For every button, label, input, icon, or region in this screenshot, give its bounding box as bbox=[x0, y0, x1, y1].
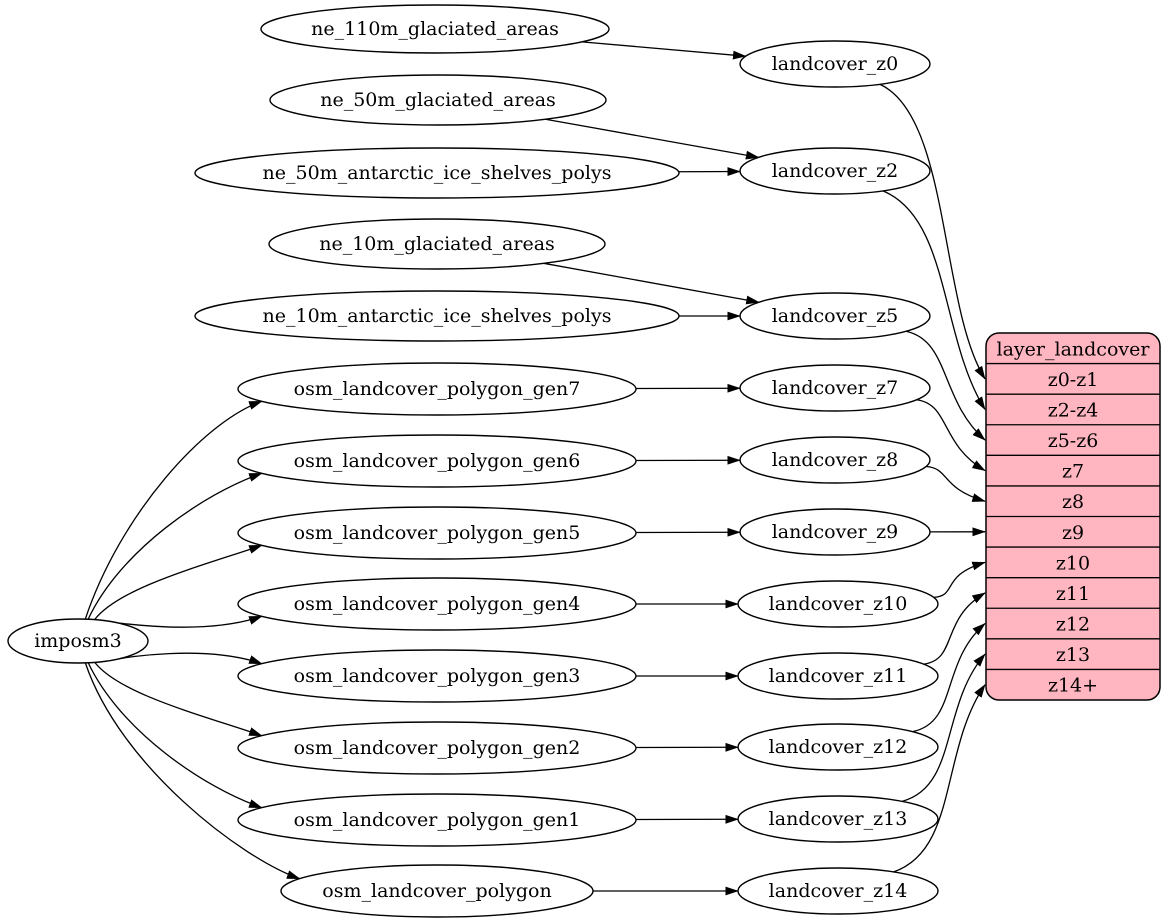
node-osm_landcover_polygon_gen7: osm_landcover_polygon_gen7 bbox=[237, 362, 637, 416]
node-osm_landcover_polygon_gen7-label: osm_landcover_polygon_gen7 bbox=[294, 378, 581, 400]
node-landcover_z9-label: landcover_z9 bbox=[772, 521, 899, 543]
edge-ne_50m_glaciated_areas-to-landcover_z2 bbox=[545, 118, 760, 160]
node-osm_landcover_polygon_gen5-label: osm_landcover_polygon_gen5 bbox=[294, 522, 581, 544]
node-osm_landcover_polygon_gen4-label: osm_landcover_polygon_gen4 bbox=[294, 593, 581, 615]
record-row-z7: z7 bbox=[1062, 461, 1084, 483]
node-ne_50m_glaciated_areas-ellipse bbox=[269, 74, 607, 126]
edge-imposm3-to-osm_landcover_polygon_gen2 bbox=[94, 661, 263, 737]
edge-landcover_z7-to-row-z7 bbox=[916, 399, 986, 472]
node-ne_110m_glaciated_areas-ellipse bbox=[260, 4, 610, 54]
edge-landcover_z8-to-row-z8 bbox=[926, 465, 986, 502]
node-ne_50m_glaciated_areas-label: ne_50m_glaciated_areas bbox=[320, 89, 556, 111]
node-osm_landcover_polygon_gen5: osm_landcover_polygon_gen5 bbox=[237, 506, 637, 560]
node-osm_landcover_polygon_gen2-label: osm_landcover_polygon_gen2 bbox=[294, 737, 581, 759]
node-landcover_z10: landcover_z10 bbox=[737, 580, 939, 628]
node-ne_50m_antarctic_ice_shelves_polys-ellipse bbox=[194, 147, 680, 199]
edge-imposm3-to-osm_landcover_polygon_gen3 bbox=[119, 652, 263, 665]
node-osm_landcover_polygon_gen1: osm_landcover_polygon_gen1 bbox=[237, 793, 637, 847]
edge-imposm3-to-osm_landcover_polygon bbox=[84, 662, 301, 880]
record-row-z14+: z14+ bbox=[1048, 675, 1098, 697]
node-landcover_z12: landcover_z12 bbox=[737, 723, 939, 771]
edge-imposm3-to-osm_landcover_polygon_gen1 bbox=[87, 662, 263, 809]
record-row-z8: z8 bbox=[1062, 491, 1084, 513]
node-landcover_z14-label: landcover_z14 bbox=[769, 880, 908, 902]
node-ne_50m_glaciated_areas: ne_50m_glaciated_areas bbox=[269, 74, 607, 126]
node-imposm3: imposm3 bbox=[7, 618, 149, 664]
record-row-z9: z9 bbox=[1062, 522, 1084, 544]
node-osm_landcover_polygon_gen4: osm_landcover_polygon_gen4 bbox=[237, 577, 637, 631]
node-ne_10m_glaciated_areas-label: ne_10m_glaciated_areas bbox=[319, 233, 555, 255]
record-layer: layer_landcover z0-z1 z2-z4 z5-z6 z7 z8 z9 z10 z… bbox=[985, 332, 1161, 701]
node-landcover_z5-label: landcover_z5 bbox=[772, 305, 899, 327]
node-imposm3-label: imposm3 bbox=[34, 630, 122, 652]
node-landcover_z13-label: landcover_z13 bbox=[769, 808, 908, 830]
node-landcover_z8-label: landcover_z8 bbox=[772, 449, 899, 471]
edge-landcover_z5-to-row-z5-z6 bbox=[905, 330, 986, 441]
node-osm_landcover_polygon: osm_landcover_polygon bbox=[280, 864, 594, 918]
edge-imposm3-to-osm_landcover_polygon_gen5 bbox=[94, 544, 263, 621]
node-landcover_z8: landcover_z8 bbox=[739, 436, 931, 484]
node-landcover_z5: landcover_z5 bbox=[739, 292, 931, 340]
edge-landcover_z0-to-row-z0-z1 bbox=[879, 83, 986, 380]
node-landcover_z13: landcover_z13 bbox=[737, 795, 939, 843]
node-landcover_z0-label: landcover_z0 bbox=[772, 53, 899, 75]
node-landcover_z7: landcover_z7 bbox=[739, 364, 931, 412]
edge-landcover_z13-to-row-z13 bbox=[902, 653, 986, 802]
node-ne_110m_glaciated_areas-label: ne_110m_glaciated_areas bbox=[311, 18, 559, 40]
nodes-layer: imposm3 ne_110m_glaciated_areas ne_50m_gla… bbox=[7, 4, 939, 918]
node-ne_10m_antarctic_ice_shelves_polys-label: ne_10m_antarctic_ice_shelves_polys bbox=[263, 305, 612, 327]
node-landcover_z7-label: landcover_z7 bbox=[772, 377, 899, 399]
node-ne_110m_glaciated_areas: ne_110m_glaciated_areas bbox=[260, 4, 610, 54]
edge-landcover_z2-to-row-z2-z4 bbox=[882, 190, 986, 411]
record-row-z11: z11 bbox=[1056, 583, 1090, 605]
node-osm_landcover_polygon_gen6: osm_landcover_polygon_gen6 bbox=[237, 434, 637, 488]
record-row-z5-z6: z5-z6 bbox=[1048, 430, 1099, 452]
edges-layer bbox=[84, 41, 986, 896]
node-osm_landcover_polygon_gen3: osm_landcover_polygon_gen3 bbox=[237, 649, 637, 703]
node-landcover_z10-label: landcover_z10 bbox=[769, 593, 908, 615]
record-row-z0-z1: z0-z1 bbox=[1048, 369, 1099, 391]
node-osm_landcover_polygon-label: osm_landcover_polygon bbox=[322, 880, 551, 902]
record-row-z12: z12 bbox=[1056, 614, 1090, 636]
node-ne_50m_antarctic_ice_shelves_polys: ne_50m_antarctic_ice_shelves_polys bbox=[194, 147, 680, 199]
edge-landcover_z12-to-row-z12 bbox=[912, 622, 986, 733]
node-ne_50m_antarctic_ice_shelves_polys-label: ne_50m_antarctic_ice_shelves_polys bbox=[263, 162, 612, 184]
node-osm_landcover_polygon_gen2: osm_landcover_polygon_gen2 bbox=[237, 721, 637, 775]
edge-imposm3-to-osm_landcover_polygon_gen4 bbox=[118, 615, 263, 628]
record-row-z13: z13 bbox=[1056, 644, 1090, 666]
edge-landcover_z14-to-row-z14+ bbox=[893, 684, 986, 873]
node-landcover_z14: landcover_z14 bbox=[737, 867, 939, 915]
node-landcover_z2: landcover_z2 bbox=[739, 147, 931, 195]
node-imposm3-ellipse bbox=[7, 618, 149, 664]
record-row-z2-z4: z2-z4 bbox=[1048, 399, 1099, 421]
node-landcover_z12-label: landcover_z12 bbox=[769, 736, 908, 758]
edge-landcover_z11-to-row-z11 bbox=[923, 592, 986, 665]
node-landcover_z11: landcover_z11 bbox=[737, 652, 939, 700]
node-landcover_z2-label: landcover_z2 bbox=[772, 160, 899, 182]
node-ne_10m_glaciated_areas: ne_10m_glaciated_areas bbox=[268, 218, 606, 270]
edge-ne_10m_glaciated_areas-to-landcover_z5 bbox=[543, 262, 760, 305]
node-ne_10m_antarctic_ice_shelves_polys: ne_10m_antarctic_ice_shelves_polys bbox=[194, 290, 680, 342]
edge-landcover_z10-to-row-z10 bbox=[933, 561, 986, 599]
record-node-layer_landcover: layer_landcover z0-z1 z2-z4 z5-z6 z7 z8 z9 z10 z… bbox=[985, 332, 1161, 701]
node-ne_10m_glaciated_areas-ellipse bbox=[268, 218, 606, 270]
edge-imposm3-to-osm_landcover_polygon_gen6 bbox=[87, 472, 263, 620]
node-osm_landcover_polygon_gen3-label: osm_landcover_polygon_gen3 bbox=[294, 665, 581, 687]
edge-ne_110m_glaciated_areas-to-landcover_z0 bbox=[581, 41, 747, 60]
node-landcover_z9: landcover_z9 bbox=[739, 508, 931, 556]
node-osm_landcover_polygon_gen1-label: osm_landcover_polygon_gen1 bbox=[294, 809, 581, 831]
node-landcover_z0-ellipse bbox=[739, 40, 931, 88]
edge-imposm3-to-osm_landcover_polygon_gen7 bbox=[84, 400, 263, 620]
node-landcover_z11-label: landcover_z11 bbox=[769, 665, 908, 687]
record-row-z10: z10 bbox=[1056, 552, 1090, 574]
record-title: layer_landcover bbox=[997, 338, 1151, 360]
node-osm_landcover_polygon_gen6-label: osm_landcover_polygon_gen6 bbox=[294, 450, 581, 472]
node-landcover_z0: landcover_z0 bbox=[739, 40, 931, 88]
